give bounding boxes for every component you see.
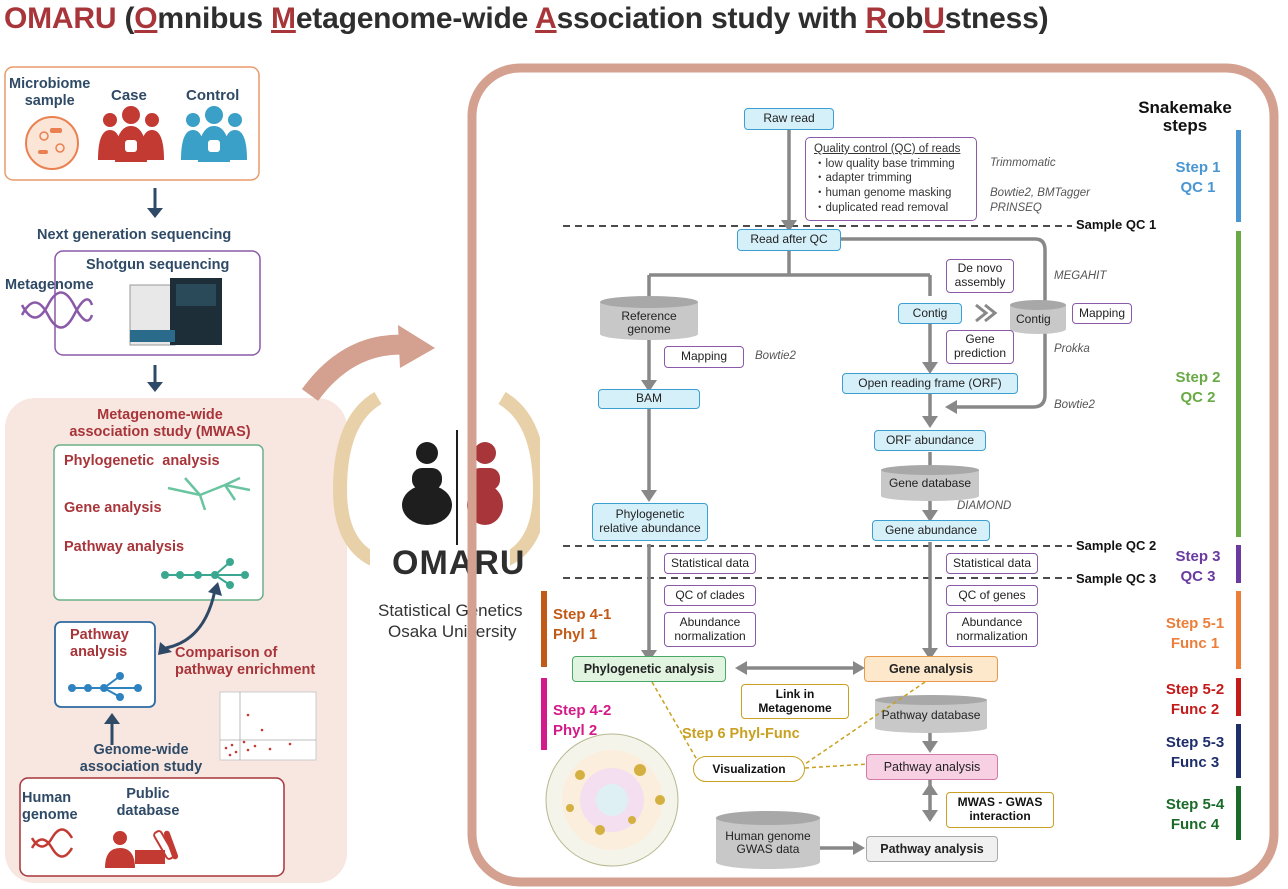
mwas-title: Metagenome-wide association study (MWAS) bbox=[69, 407, 251, 440]
gwas-label: Genome-wide association study bbox=[79, 742, 203, 775]
ngs-label: Next generation sequencing bbox=[37, 227, 232, 243]
pathway-analysis-final-node: Pathway analysis bbox=[866, 836, 998, 862]
tool-prinseq: PRINSEQ bbox=[990, 202, 1042, 214]
mapping-box: Mapping bbox=[664, 346, 744, 368]
phylogenetic-analysis-node: Phylogenetic analysis bbox=[572, 656, 726, 682]
phylogenetic-abundance-node: Phylogenetic relative abundance bbox=[592, 503, 708, 541]
page-title: OMARU (Omnibus Metagenome-wide Associati… bbox=[4, 2, 1049, 35]
metagenome-label: Metagenome bbox=[5, 277, 94, 293]
contig-node: Contig bbox=[898, 303, 962, 324]
tool-prokka: Prokka bbox=[1054, 343, 1090, 355]
tool-trimmomatic: Trimmomatic bbox=[990, 157, 1056, 169]
tool-bowtie2: Bowtie2 bbox=[755, 350, 796, 362]
left-panel-graphics bbox=[4, 66, 347, 883]
qc-genes-box: QC of genes bbox=[946, 585, 1038, 606]
pathway-analysis-node: Pathway analysis bbox=[866, 754, 998, 780]
visualization-node: Visualization bbox=[693, 756, 805, 782]
link-in-metagenome-box: Link in Metagenome bbox=[741, 684, 849, 719]
pathway-analysis-label: Pathway analysis bbox=[64, 539, 185, 555]
contig-db: Contig bbox=[1016, 312, 1051, 326]
shotgun-label: Shotgun sequencing bbox=[86, 257, 230, 273]
step-3-label: Step 3 QC 3 bbox=[1175, 548, 1221, 585]
orf-node: Open reading frame (ORF) bbox=[842, 373, 1018, 394]
step-5-3-label: Step 5-3 Func 3 bbox=[1165, 734, 1225, 771]
step-bar-5-2 bbox=[1236, 678, 1241, 716]
tool-bowtie-bmtagger: Bowtie2, BMTagger bbox=[990, 187, 1090, 199]
reference-genome-db: Reference genome bbox=[621, 309, 677, 337]
statistical-data-left: Statistical data bbox=[664, 553, 756, 574]
logo-graphic bbox=[301, 325, 540, 600]
case-label: Case bbox=[111, 87, 147, 104]
phylogenetic-analysis-label: Phylogenetic analysis bbox=[64, 453, 220, 469]
snakemake-title: Snakemake steps bbox=[1138, 98, 1232, 135]
orf-abundance-node: ORF abundance bbox=[874, 430, 986, 451]
omaru-logo-text: OMARU bbox=[392, 544, 526, 582]
step-4-2-label: Step 4-2 Phyl 2 bbox=[553, 702, 612, 739]
human-gwas-db: Human genome GWAS data bbox=[725, 829, 811, 857]
abundance-normalization-right: Abundance normalization bbox=[946, 612, 1038, 647]
sample-qc-3: Sample QC 3 bbox=[1076, 571, 1157, 586]
comparison-label: Comparison of pathway enrichment bbox=[175, 645, 316, 679]
abundance-normalization-left: Abundance normalization bbox=[664, 612, 756, 647]
step-4-1-label: Step 4-1 Phyl 1 bbox=[553, 606, 612, 643]
step-5-4-label: Step 5-4 Func 4 bbox=[1165, 796, 1225, 833]
step-bar-5-3 bbox=[1236, 724, 1241, 778]
qc-clades-box: QC of clades bbox=[664, 585, 756, 606]
gene-abundance-node: Gene abundance bbox=[872, 520, 990, 541]
lab-name-1: Statistical Genetics bbox=[378, 601, 523, 620]
step-5-1-label: Step 5-1 Func 1 bbox=[1165, 615, 1225, 652]
raw-read-node: Raw read bbox=[744, 108, 834, 130]
pathway-database-db: Pathway database bbox=[881, 708, 981, 722]
step-bar-3 bbox=[1236, 545, 1241, 583]
pathway-box-label: Pathway analysis bbox=[70, 627, 129, 660]
step-bar-1 bbox=[1236, 130, 1241, 222]
public-database-label: Public database bbox=[116, 786, 180, 819]
read-after-qc-node: Read after QC bbox=[737, 229, 841, 251]
qc-reads-box: Quality control (QC) of reads ・low quali… bbox=[805, 137, 977, 221]
step-bar-5-1 bbox=[1236, 591, 1241, 669]
de-novo-assembly-box: De novo assembly bbox=[946, 259, 1014, 293]
step-bar-2 bbox=[1236, 231, 1241, 537]
gene-analysis-label: Gene analysis bbox=[64, 500, 162, 516]
gene-analysis-node: Gene analysis bbox=[864, 656, 998, 682]
qc-item: ・human genome masking bbox=[814, 187, 952, 200]
tool-megahit: MEGAHIT bbox=[1054, 270, 1107, 282]
tool-bowtie2-b: Bowtie2 bbox=[1054, 399, 1095, 411]
mwas-gwas-box: MWAS - GWAS interaction bbox=[946, 792, 1054, 828]
tool-diamond: DIAMOND bbox=[957, 500, 1012, 512]
bam-node: BAM bbox=[598, 389, 700, 409]
step-5-2-label: Step 5-2 Func 2 bbox=[1165, 681, 1225, 718]
step-6-label: Step 6 Phyl-Func bbox=[682, 726, 800, 742]
step-2-label: Step 2 QC 2 bbox=[1175, 369, 1221, 406]
lab-name-2: Osaka University bbox=[388, 622, 517, 641]
sample-qc-1: Sample QC 1 bbox=[1076, 217, 1157, 232]
qc-item: ・duplicated read removal bbox=[814, 201, 949, 214]
qc-item: ・low quality base trimming bbox=[814, 157, 955, 170]
mapping-box-2: Mapping bbox=[1072, 303, 1132, 324]
microbiome-sample-label: Microbiome sample bbox=[9, 76, 91, 109]
step-bar-5-4 bbox=[1236, 786, 1241, 840]
control-label: Control bbox=[186, 87, 240, 104]
gene-prediction-box: Gene prediction bbox=[946, 330, 1014, 364]
gene-database-db: Gene database bbox=[888, 476, 972, 490]
human-genome-label: Human genome bbox=[22, 790, 78, 823]
statistical-data-right: Statistical data bbox=[946, 553, 1038, 574]
qc-reads-title: Quality control (QC) of reads bbox=[814, 143, 961, 155]
step-1-label: Step 1 QC 1 bbox=[1175, 159, 1221, 196]
qc-item: ・adapter trimming bbox=[814, 172, 912, 185]
sample-qc-2: Sample QC 2 bbox=[1076, 538, 1157, 553]
